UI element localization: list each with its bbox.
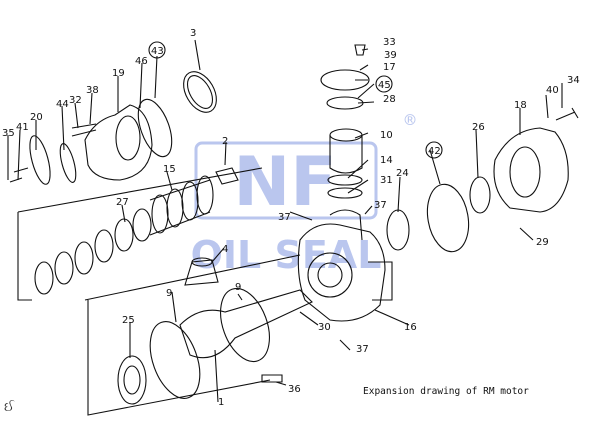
part-16-bore-inner [317,262,343,288]
part-4-cap [184,259,219,286]
part-20-cover [29,135,51,185]
part-labels: 1 2 3 4 9 9 10 14 15 16 17 18 19 20 24 2… [2,28,580,408]
label-40: 40 [546,85,559,96]
part-9-ring-lower [149,321,201,399]
watermark-main: NF [233,143,336,222]
part-10-piston-top [329,128,363,142]
label-circle-45 [375,75,393,93]
part-17-plate [320,69,370,91]
part-45-oring [326,96,364,110]
label-34: 34 [567,75,580,86]
part-34-40-bolt [555,107,579,121]
part-1-shaft [179,289,313,359]
part-16-ports [329,209,393,301]
part-42-disc [426,183,470,253]
corner-mark: ઈ [4,400,15,415]
part-27-ring2 [54,251,74,285]
part-32-38-bolts [71,123,97,137]
label-1: 1 [218,397,224,408]
label-39: 39 [384,50,397,61]
part-27-ring5 [114,218,134,252]
watermark-frame [194,141,378,220]
part-27-ring3 [74,241,94,275]
label-44: 44 [56,99,69,110]
leader-lines [7,39,563,403]
guide-lines-upper [17,167,301,301]
part-16-bore [307,252,353,298]
watermark: NF OIL SEAL ® [191,110,416,277]
part-9-ring-upper [220,287,270,363]
label-29: 29 [536,237,549,248]
part-15-spool-ring3 [181,181,199,221]
diagram-caption: Expansion drawing of RM motor [363,386,529,397]
part-31-ring [327,187,363,199]
label-3: 3 [190,28,196,39]
label-24: 24 [396,168,409,179]
label-37-bottom: 37 [356,344,369,355]
label-45: 45 [378,80,391,91]
part-44-seal [59,143,77,183]
label-37-left: 37 [278,212,291,223]
label-46: 46 [135,56,148,67]
part-36-key [261,374,283,383]
label-15: 15 [163,164,176,175]
label-43: 43 [151,46,164,57]
part-27-ring1 [34,261,54,295]
part-26-seal [469,176,491,214]
part-25-bearing [117,355,147,405]
part-24-bearing [386,209,410,251]
part-27-ring6 [132,208,152,242]
label-30: 30 [318,322,331,333]
part-14-ring [327,174,363,186]
label-32: 32 [69,95,82,106]
part-15-spool-body [149,179,211,236]
label-36: 36 [288,384,301,395]
label-33: 33 [383,37,396,48]
label-19: 19 [112,68,125,79]
part-25-bearing-inner [123,365,141,395]
label-26: 26 [472,122,485,133]
label-4: 4 [222,244,228,255]
part-15-spool-ring4 [196,175,214,215]
guide-lines-lower [87,300,271,416]
label-25: 25 [122,315,135,326]
part-10-piston [329,135,363,174]
label-circle-42 [425,141,443,159]
part-27-ring4 [94,229,114,263]
label-2: 2 [222,136,228,147]
label-37-right: 37 [374,200,387,211]
part-19-bore [115,115,141,161]
part-16-body [297,223,386,322]
part-19-housing [84,104,153,181]
label-41: 41 [16,122,29,133]
part-15-spool-ring1 [151,194,169,234]
label-31: 31 [380,175,393,186]
label-27: 27 [116,197,129,208]
watermark-sub: OIL SEAL [191,233,382,277]
label-circle-43 [148,41,166,59]
part-3-ring [183,71,217,113]
part-2-key [215,167,239,185]
part-18-end-cover [493,127,569,213]
label-28: 28 [383,94,396,105]
label-38: 38 [86,85,99,96]
part-35-41-bolts [9,167,29,183]
label-14: 14 [380,155,393,166]
label-42: 42 [428,146,441,157]
part-33-screw [354,44,366,56]
part-15-spool-ring2 [166,188,184,228]
label-20: 20 [30,112,43,123]
label-35: 35 [2,128,15,139]
label-16: 16 [404,322,417,333]
label-18: 18 [514,100,527,111]
part-18-bore [509,146,541,198]
watermark-registered: ® [405,110,416,131]
part-46-oring [137,98,173,158]
label-10: 10 [380,130,393,141]
label-9-lower: 9 [166,288,172,299]
part-3-ring-inner [186,75,214,109]
label-9-upper: 9 [235,282,241,293]
label-17: 17 [383,62,396,73]
